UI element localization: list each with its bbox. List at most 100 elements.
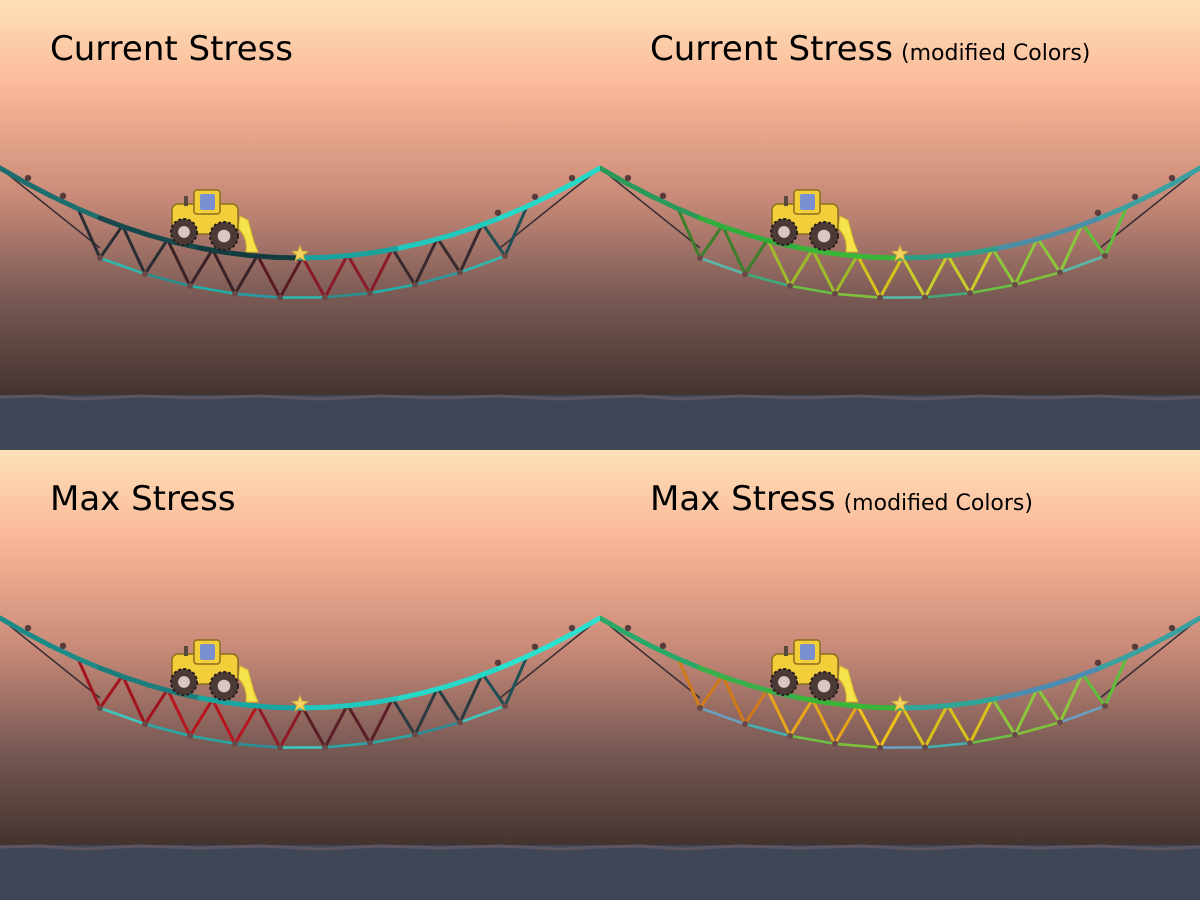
truss-diagonal <box>503 204 529 258</box>
bottom-chord-beam <box>698 256 747 276</box>
deck-beam <box>672 654 703 671</box>
deck-beam <box>1072 665 1103 680</box>
joint <box>1057 719 1063 726</box>
joint <box>1102 252 1108 259</box>
truss-diagonal <box>121 225 147 276</box>
truss-diagonal <box>833 254 859 296</box>
truss-diagonal <box>323 704 349 749</box>
joint <box>502 252 508 259</box>
joint <box>367 740 373 747</box>
truss-diagonal <box>991 247 1017 287</box>
truss-diagonal <box>1058 673 1084 724</box>
truss-diagonal <box>98 224 124 260</box>
cab-window <box>800 194 815 210</box>
truss-diagonal <box>698 224 724 260</box>
checkpoint-star-icon <box>891 694 909 712</box>
truss-diagonal <box>1036 687 1062 724</box>
panel-max-stress-modified: Max Stress(modified Colors) <box>600 450 1200 900</box>
bulldozer-blade <box>237 665 259 703</box>
bridge-scene <box>600 450 1200 900</box>
deck-beam <box>97 665 128 680</box>
support-cable <box>0 167 101 249</box>
truss-diagonal <box>991 697 1017 737</box>
joint <box>24 624 32 632</box>
joint <box>457 269 463 276</box>
joint <box>1168 624 1176 632</box>
panel-title-text: Max Stress <box>50 479 236 519</box>
deck-beam <box>1047 674 1078 688</box>
deck-beam <box>822 699 853 708</box>
deck-beam <box>122 224 153 238</box>
deck-beam <box>1022 683 1053 695</box>
joint <box>1102 702 1108 709</box>
sky-background <box>0 0 600 395</box>
truss-diagonal <box>1013 687 1039 737</box>
truss-diagonal <box>391 697 417 737</box>
sky-background <box>600 450 1200 845</box>
joint <box>531 643 539 650</box>
joint <box>187 282 193 289</box>
bulldozer-blade <box>837 215 859 253</box>
truss-diagonal <box>788 698 814 738</box>
joint <box>531 193 539 200</box>
deck-beam <box>397 239 428 251</box>
truss-diagonal <box>301 256 327 299</box>
deck-beam <box>347 699 378 708</box>
deck-beam <box>72 204 103 221</box>
joint <box>1131 643 1139 650</box>
deck-beam <box>447 224 478 238</box>
truss-diagonal <box>188 698 214 738</box>
truss-diagonal <box>76 207 102 260</box>
panel-current-stress: Current Stress <box>0 0 600 450</box>
bottom-chord-beam <box>1058 704 1107 724</box>
support-cable <box>0 617 101 699</box>
deck-beam <box>822 249 853 258</box>
bottom-chord-beam <box>698 706 747 726</box>
deck-beam <box>722 224 753 238</box>
truss-diagonal <box>1103 654 1129 708</box>
bottom-chord-beam <box>188 284 237 296</box>
joint <box>232 290 238 297</box>
truss-diagonal <box>1103 204 1129 258</box>
deck-beam <box>697 665 728 680</box>
wheel-hub <box>178 676 190 688</box>
bridge-scene <box>0 0 600 450</box>
truss-diagonal <box>721 225 747 276</box>
truss-diagonal <box>436 687 462 724</box>
support-cable <box>499 167 600 249</box>
deck-beam <box>497 654 528 671</box>
shoreline-edge <box>0 394 600 401</box>
truss-diagonal <box>413 687 439 737</box>
deck-beam <box>847 703 878 710</box>
joint <box>659 642 667 650</box>
truss-diagonal <box>968 698 994 745</box>
deck-beam <box>697 215 728 230</box>
joint <box>59 642 67 650</box>
truss-diagonal <box>211 248 237 296</box>
truss-diagonal <box>458 673 484 724</box>
deck-beam <box>600 165 628 185</box>
joint <box>877 744 883 751</box>
bottom-chord-beam <box>743 272 792 288</box>
joint <box>697 705 703 711</box>
truss-diagonal <box>743 238 769 276</box>
truss-diagonal <box>878 256 904 300</box>
bridge <box>600 615 1200 751</box>
checkpoint-star-icon <box>291 694 309 712</box>
deck-beam <box>247 703 278 710</box>
joint <box>697 255 703 261</box>
deck-beam <box>1097 204 1128 221</box>
joint <box>659 192 667 200</box>
truss-diagonal <box>1058 223 1084 274</box>
deck-beam <box>722 674 753 688</box>
bottom-chord-beam <box>368 283 417 295</box>
truss-diagonal <box>278 256 304 300</box>
truss-diagonal <box>391 247 417 287</box>
bulldozer-vehicle-icon <box>170 639 259 703</box>
truss-diagonal <box>1081 223 1107 258</box>
joint <box>624 174 632 182</box>
truss-diagonal <box>188 248 214 288</box>
cab-window <box>800 644 815 660</box>
water-ground <box>600 845 1200 900</box>
